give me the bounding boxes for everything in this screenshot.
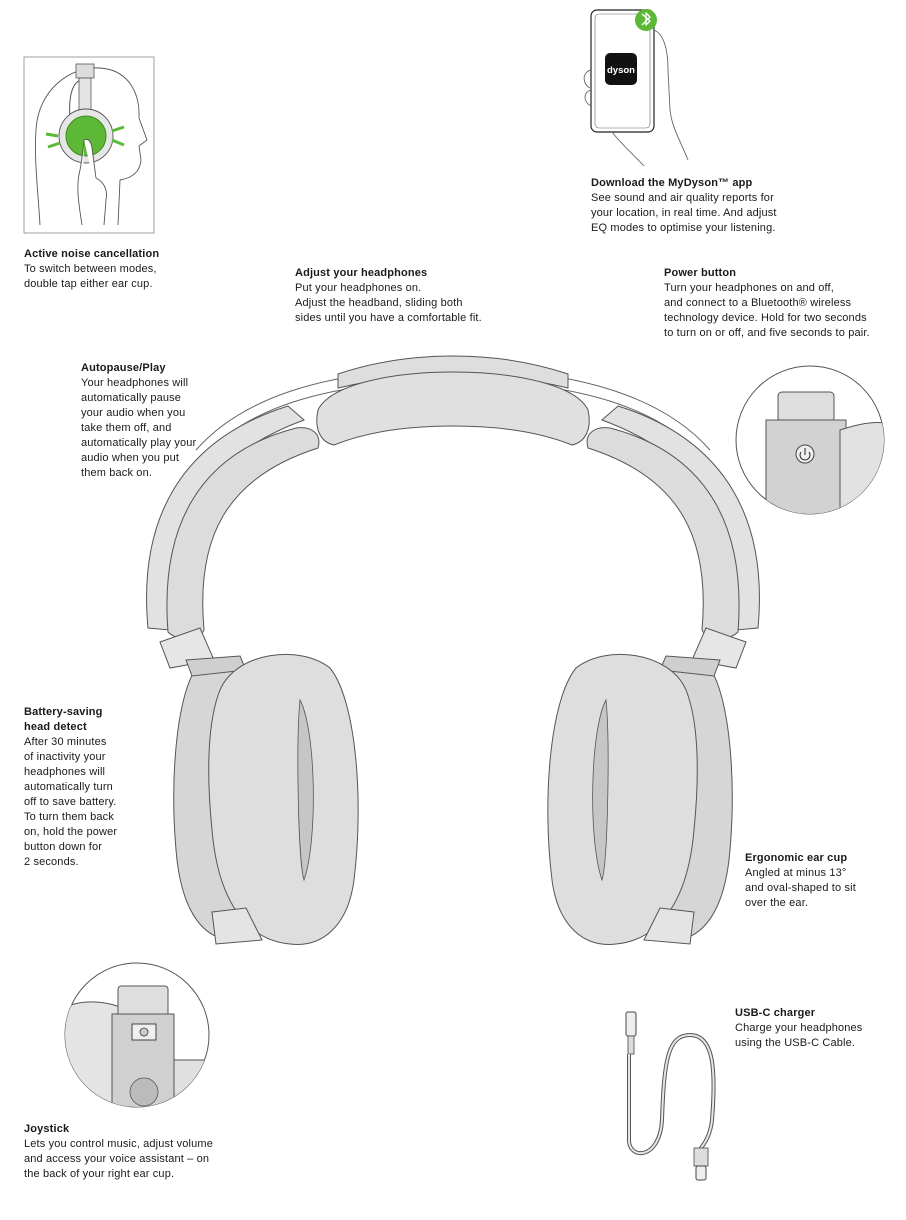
callout-ergonomic-title: Ergonomic ear cup <box>745 852 848 864</box>
callout-autopause: Autopause/Play Your headphones will auto… <box>81 361 221 481</box>
callout-ergonomic-body: Angled at minus 13° and oval-shaped to s… <box>745 867 856 909</box>
callout-battery-body: After 30 minutes of inactivity your head… <box>24 736 118 868</box>
callout-autopause-body: Your headphones will automatically pause… <box>81 377 197 479</box>
callout-app-body: See sound and air quality reports for yo… <box>591 192 777 234</box>
bluetooth-icon <box>641 12 651 26</box>
callout-anc-title: Active noise cancellation <box>24 248 160 260</box>
callout-app: Download the MyDyson™ app See sound and … <box>591 176 801 236</box>
callout-adjust-title: Adjust your headphones <box>295 267 428 279</box>
phone-illustration <box>583 9 689 167</box>
callout-adjust-body: Put your headphones on. Adjust the headb… <box>295 282 482 324</box>
power-button-detail <box>735 365 885 515</box>
callout-usbc: USB-C charger Charge your headphones usi… <box>735 1006 895 1051</box>
callout-power-title: Power button <box>664 267 737 279</box>
callout-app-title: Download the MyDyson™ app <box>591 177 753 189</box>
callout-usbc-title: USB-C charger <box>735 1007 816 1019</box>
callout-joystick-title: Joystick <box>24 1123 70 1135</box>
power-icon <box>799 448 811 461</box>
callout-power-body: Turn your headphones on and off, and con… <box>664 282 870 339</box>
callout-usbc-body: Charge your headphones using the USB-C C… <box>735 1022 863 1049</box>
callout-joystick: Joystick Lets you control music, adjust … <box>24 1122 264 1182</box>
joystick-icon <box>131 1023 157 1041</box>
callout-anc-body: To switch between modes, double tap eith… <box>24 263 157 290</box>
callout-joystick-body: Lets you control music, adjust volume an… <box>24 1138 213 1180</box>
anc-illustration <box>23 56 155 234</box>
dyson-logo: dyson <box>607 65 635 76</box>
callout-battery-title: Battery-saving head detect <box>24 706 103 733</box>
headphones-illustration <box>146 355 760 945</box>
callout-power: Power button Turn your headphones on and… <box>664 266 900 341</box>
callout-anc: Active noise cancellation To switch betw… <box>24 247 174 292</box>
callout-ergonomic: Ergonomic ear cup Angled at minus 13° an… <box>745 851 885 911</box>
usb-c-cable-illustration <box>625 1011 716 1181</box>
callout-adjust: Adjust your headphones Put your headphon… <box>295 266 505 326</box>
callout-battery: Battery-saving head detect After 30 minu… <box>24 705 144 870</box>
callout-autopause-title: Autopause/Play <box>81 362 166 374</box>
